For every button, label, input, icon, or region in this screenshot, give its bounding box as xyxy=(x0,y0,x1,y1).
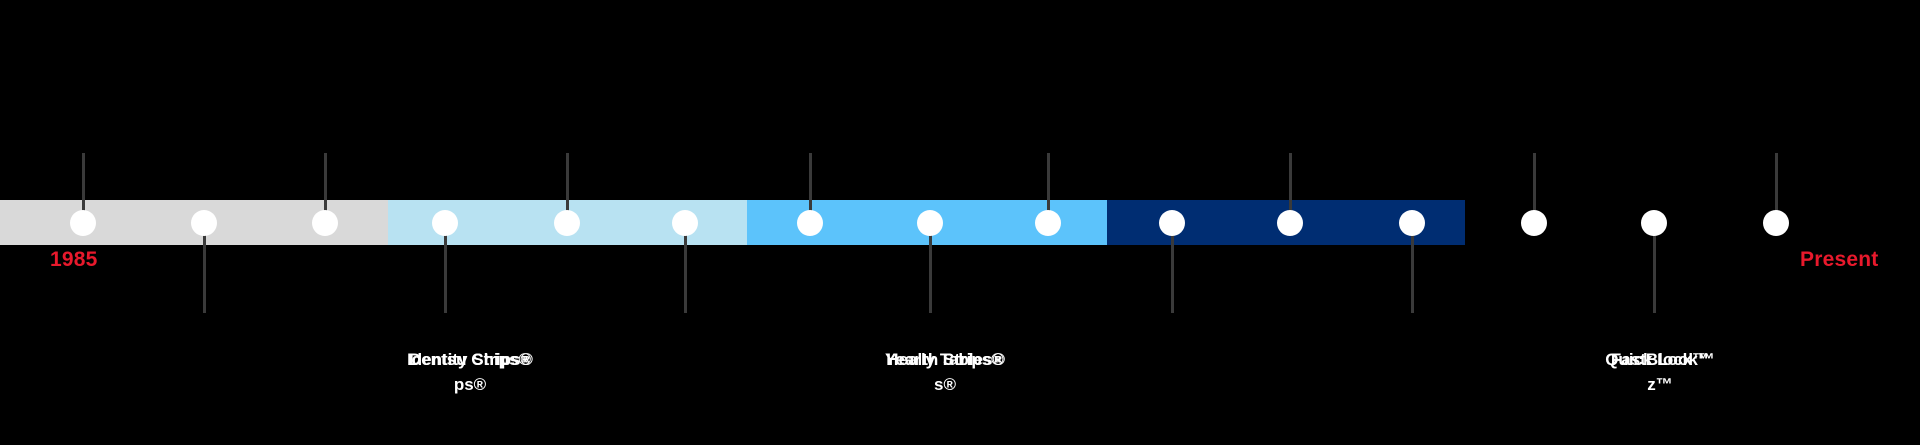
timeline-node-dot[interactable] xyxy=(312,209,338,236)
timeline-node-dot[interactable] xyxy=(1035,209,1061,236)
timeline-node-dot[interactable] xyxy=(70,209,96,236)
era-label-1-line1-overlay: Dentsu Chips® xyxy=(408,350,532,369)
node-stem-6 xyxy=(683,222,687,313)
era-label-2-line2: s® xyxy=(934,374,956,394)
timeline-node-dot[interactable] xyxy=(672,209,698,236)
node-stem-5 xyxy=(565,152,569,223)
timeline-node-dot[interactable] xyxy=(1763,209,1789,236)
era-label-2-line1-primary: Yearly Tables® xyxy=(885,350,1005,369)
era-label-2: Yearly Tables®Health Strips®s® xyxy=(885,348,1005,397)
era-label-1-line1: Identity Strips®Dentsu Chips® xyxy=(407,348,533,373)
node-stem-13 xyxy=(1532,152,1536,223)
node-stem-2 xyxy=(202,222,206,313)
node-stem-9 xyxy=(1046,152,1050,223)
timeline-node-dot[interactable] xyxy=(191,209,217,236)
timeline-end-label: Present xyxy=(1800,248,1879,271)
era-label-2-line1-overlay: Health Strips® xyxy=(886,350,1004,369)
timeline-node-dot[interactable] xyxy=(917,209,943,236)
era-label-1: Identity Strips®Dentsu Chips®ps® xyxy=(407,348,533,397)
node-stem-1 xyxy=(81,152,85,223)
timeline-node-dot[interactable] xyxy=(1399,209,1425,236)
node-stem-7 xyxy=(808,152,812,223)
timeline-node-dot[interactable] xyxy=(1641,209,1667,236)
timeline-node-dot[interactable] xyxy=(1521,209,1547,236)
timeline-node-dot[interactable] xyxy=(432,209,458,236)
node-stem-8 xyxy=(928,222,932,313)
node-stem-15 xyxy=(1774,152,1778,223)
node-stem-3 xyxy=(323,152,327,223)
era-label-3-line1-overlay: FastBlock™ xyxy=(1610,350,1710,369)
era-label-3-line2: z™ xyxy=(1647,374,1673,394)
node-stem-12 xyxy=(1410,222,1414,313)
timeline-node-dot[interactable] xyxy=(554,209,580,236)
timeline-node-dot[interactable] xyxy=(1277,209,1303,236)
node-stem-4 xyxy=(443,222,447,313)
node-stem-10 xyxy=(1170,222,1174,313)
timeline-node-dot[interactable] xyxy=(1159,209,1185,236)
era-label-1-line2: ps® xyxy=(453,374,487,394)
node-stem-14 xyxy=(1652,222,1656,313)
timeline-node-dot[interactable] xyxy=(797,209,823,236)
era-label-1-line1-primary: Identity Strips® xyxy=(407,350,533,369)
era-label-3-line1-primary: Quick Look™ xyxy=(1605,350,1715,369)
timeline-start-label: 1985 xyxy=(50,248,98,271)
era-label-2-line1: Yearly Tables®Health Strips® xyxy=(885,348,1005,373)
node-stem-11 xyxy=(1288,152,1292,223)
